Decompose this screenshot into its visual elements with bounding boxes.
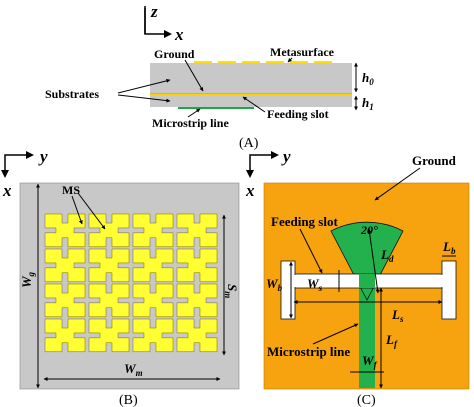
leader-ms-2 <box>77 192 106 230</box>
metasurface-cells <box>44 213 218 353</box>
metasurface-cell <box>132 318 174 353</box>
metasurface-cell <box>88 248 130 283</box>
metasurface-cell <box>176 248 218 283</box>
dim-sm-label: Sm <box>223 284 240 298</box>
metasurface-cell <box>88 318 130 353</box>
metasurface-cell <box>44 318 86 353</box>
label-microstrip-c: Microstrip line <box>267 344 350 359</box>
label-metasurface: Metasurface <box>270 45 335 59</box>
caption-b: (B) <box>119 393 138 407</box>
metasurface-cell <box>44 283 86 318</box>
metasurface-layer <box>194 61 332 63</box>
axis-y-arrow-c <box>271 151 279 159</box>
dim-wm-label: Wm <box>124 361 143 378</box>
leader-microstrip-c <box>312 323 359 345</box>
dim-wg-label: Wg <box>19 271 36 288</box>
leader-metasurface <box>287 57 293 63</box>
metasurface-cell <box>176 283 218 318</box>
leader-ms-1 <box>71 195 83 225</box>
leader-microstrip-a <box>187 108 201 118</box>
dim-h0-label: h0 <box>362 70 374 87</box>
label-feeding-slot-c: Feeding slot <box>271 214 338 229</box>
axis-x-arrow-a <box>164 30 172 38</box>
caption-a: (A) <box>239 136 259 151</box>
panel-b: y x MS Wg Sm Wm (B) <box>1 147 240 407</box>
dim-ws-label: Ws <box>307 276 323 293</box>
axis-z-label: z <box>150 2 158 21</box>
axis-y-arrow-b <box>26 151 34 159</box>
microstrip-crossing <box>359 274 375 288</box>
metasurface-cell <box>176 213 218 248</box>
leader-feeding-slot-c <box>299 228 323 274</box>
metasurface-cell <box>132 283 174 318</box>
microstrip-layer <box>178 107 254 109</box>
metasurface-cell <box>44 248 86 283</box>
label-substrates: Substrates <box>45 87 99 101</box>
dim-wf-label: Wf <box>362 353 378 370</box>
leader-substrates-1 <box>117 78 171 94</box>
leader-ground-c <box>374 167 421 201</box>
metasurface-cell <box>88 283 130 318</box>
axis-x-arrow-c <box>246 170 254 178</box>
leader-feeding-slot-a <box>242 96 266 113</box>
panel-c: y x 20° Ld Lb Wb Ws Ls <box>245 147 470 407</box>
label-microstrip-a: Microstrip line <box>152 116 229 130</box>
metasurface-cell <box>88 213 130 248</box>
axis-x-label-b: x <box>2 181 12 200</box>
axis-frame-b <box>4 154 32 175</box>
dim-ls-label: Ls <box>391 307 404 324</box>
dim-lb-label: Lb <box>442 239 456 256</box>
axis-x-arrow-b <box>1 170 9 178</box>
substrates-block <box>150 63 352 107</box>
axis-frame-c <box>249 154 277 175</box>
metasurface-cell <box>176 318 218 353</box>
axis-x-label-a: x <box>174 25 184 44</box>
axis-y-label-b: y <box>38 147 48 166</box>
leader-ground-a <box>184 59 204 92</box>
dim-h1-label: h1 <box>362 95 374 112</box>
dim-ld-label: Ld <box>380 247 394 264</box>
label-ground-c: Ground <box>412 153 457 168</box>
axis-frame-a <box>144 8 170 35</box>
label-ms: MS <box>62 183 80 197</box>
panel-a: z x Ground Metasurface Substrates Feedin… <box>45 2 374 151</box>
axis-x-label-c: x <box>245 181 255 200</box>
feeding-slot-layer <box>150 94 352 96</box>
leader-substrates-2 <box>117 94 171 103</box>
dim-wb-label: Wb <box>266 276 283 293</box>
axis-y-label-c: y <box>281 147 291 166</box>
metasurface-cell <box>44 213 86 248</box>
dim-ld-arrow <box>367 228 380 294</box>
label-feeding-slot-a: Feeding slot <box>267 107 329 121</box>
dim-lf-label: Lf <box>385 332 398 349</box>
fan-stub <box>330 221 404 301</box>
metasurface-cell <box>132 213 174 248</box>
label-ground-a: Ground <box>154 47 195 61</box>
metasurface-cell <box>132 248 174 283</box>
caption-c: (C) <box>357 393 376 407</box>
